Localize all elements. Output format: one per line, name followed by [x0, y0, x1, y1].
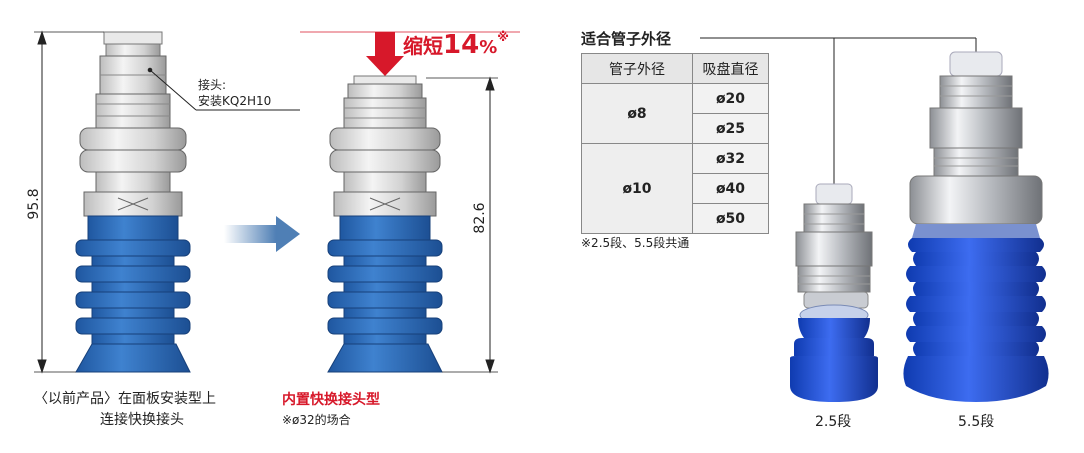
photo-label-5-5-stage: 5.5段 — [958, 414, 995, 430]
photo-2-5-stage — [790, 183, 878, 402]
previous-product-caption-line1: 〈以前产品〉在面板安装型上 — [34, 391, 216, 407]
built-in-fitting-note: ※ø32的场合 — [282, 413, 351, 427]
tube-diameter-table: 管子外径 吸盘直径 ø8 ø20 ø25 ø10 ø32 ø40 ø50 — [581, 53, 769, 234]
fitting-callout-leader — [147, 67, 300, 111]
header-tube-od: 管子外径 — [581, 53, 693, 84]
table-header-row: 管子外径 吸盘直径 — [581, 53, 769, 84]
table-row: ø25 — [582, 113, 769, 144]
shortening-unit: % — [479, 37, 498, 58]
dimension-label-95-8: 95.8 — [26, 188, 42, 220]
tube-od-cell: ø8 — [581, 83, 693, 144]
shortening-prefix: 缩短 — [403, 34, 443, 58]
built-in-fitting-caption: 内置快换接头型 — [282, 392, 380, 408]
table-row: ø10 ø32 — [581, 143, 769, 234]
pad-diameter-cell: ø25 — [692, 113, 769, 144]
previous-product-drawing — [75, 31, 191, 373]
pad-diameter-cell: ø40 — [692, 173, 769, 204]
shortening-label: 缩短14%※ — [403, 30, 509, 60]
dimension-label-82-6: 82.6 — [472, 202, 488, 234]
fitting-label-line1: 接头: — [198, 78, 227, 92]
shortening-value: 14 — [443, 30, 480, 60]
pad-diameter-cell: ø20 — [692, 83, 769, 114]
pad-diameter-cell: ø32 — [692, 143, 769, 174]
tube-table-note: ※2.5段、5.5段共通 — [581, 236, 690, 250]
header-pad-diameter: 吸盘直径 — [692, 53, 769, 84]
shortening-arrow — [366, 32, 404, 76]
fitting-label-line2: 安装KQ2H10 — [198, 94, 272, 108]
pad-diameter-cell: ø50 — [692, 203, 769, 234]
built-in-fitting-drawing — [327, 75, 443, 373]
table-row: ø40 — [582, 173, 769, 204]
table-row: ø50 — [582, 203, 769, 234]
dimension-line-left — [34, 30, 104, 374]
dimension-line-right — [300, 31, 520, 374]
table-row: ø8 ø20 — [581, 83, 769, 144]
photo-label-2-5-stage: 2.5段 — [815, 414, 852, 430]
table-leader-line — [700, 37, 977, 184]
previous-product-caption-line2: 连接快换接头 — [100, 412, 184, 428]
shortening-note-mark: ※ — [497, 30, 509, 44]
photo-5-5-stage — [903, 51, 1049, 402]
tube-od-cell: ø10 — [581, 143, 693, 234]
comparison-arrow — [224, 216, 300, 252]
tube-table-title: 适合管子外径 — [581, 30, 672, 48]
